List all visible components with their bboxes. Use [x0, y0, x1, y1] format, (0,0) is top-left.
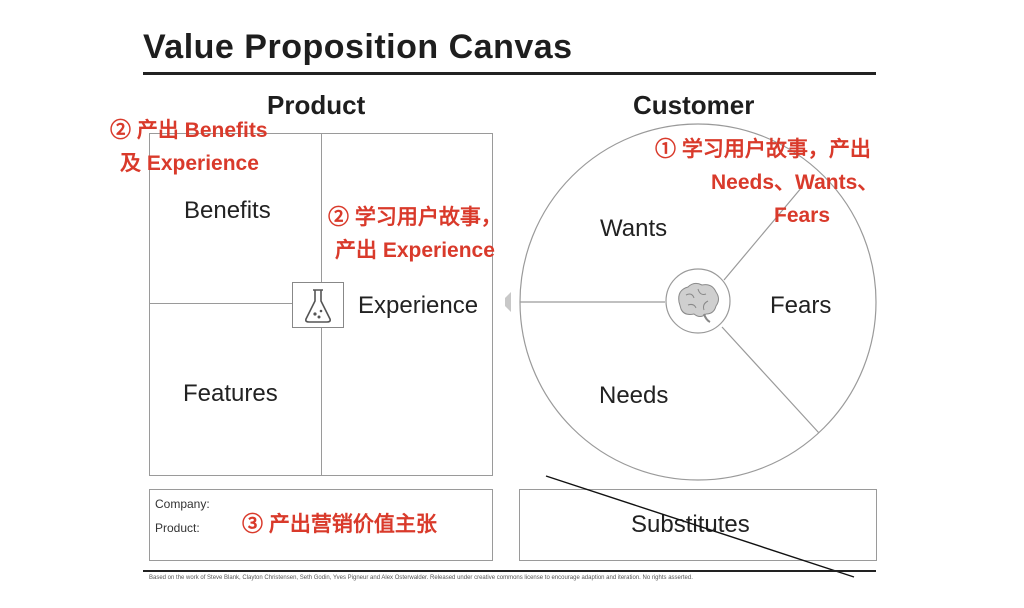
company-product-box	[149, 489, 493, 561]
annotation-experience-line1: ② 学习用户故事，	[328, 206, 502, 229]
triangle-arrow-icon	[505, 292, 511, 312]
flask-icon	[292, 282, 344, 328]
circle-divider-lower	[721, 326, 820, 434]
circle-divider-upper	[723, 186, 803, 281]
annotation-value-prop: ③ 产出营销价值主张	[242, 513, 437, 536]
customer-heading: Customer	[633, 90, 755, 120]
annotation-customer-line3: Fears	[774, 204, 831, 227]
customer-circle-diagram	[505, 123, 877, 481]
annotation-benefits-line1: ② 产出 Benefits	[110, 119, 268, 142]
annotation-experience-line2: 产出 Experience	[335, 239, 495, 262]
substitutes-box	[519, 489, 877, 561]
features-label: Features	[183, 380, 278, 407]
needs-label: Needs	[599, 382, 669, 409]
substitutes-label: Substitutes	[631, 511, 750, 538]
title-rule	[143, 72, 876, 75]
annotation-customer-line1: ① 学习用户故事，产出	[655, 138, 871, 161]
wants-label: Wants	[600, 215, 668, 242]
canvas-title: Value Proposition Canvas	[143, 28, 573, 66]
product-heading: Product	[267, 90, 366, 120]
annotation-customer-line2: Needs、Wants、	[711, 171, 879, 194]
fears-label: Fears	[770, 292, 832, 319]
footnote: Based on the work of Steve Blank, Clayto…	[149, 575, 693, 581]
product-label: Product:	[155, 521, 200, 535]
brain-icon	[664, 268, 732, 334]
experience-label: Experience	[358, 292, 479, 319]
company-label: Company:	[155, 497, 210, 511]
annotation-benefits-line2: 及 Experience	[120, 152, 259, 175]
footer-rule	[143, 570, 876, 572]
benefits-label: Benefits	[184, 197, 271, 224]
product-divider-horizontal	[149, 303, 321, 304]
strike-line	[545, 475, 855, 578]
